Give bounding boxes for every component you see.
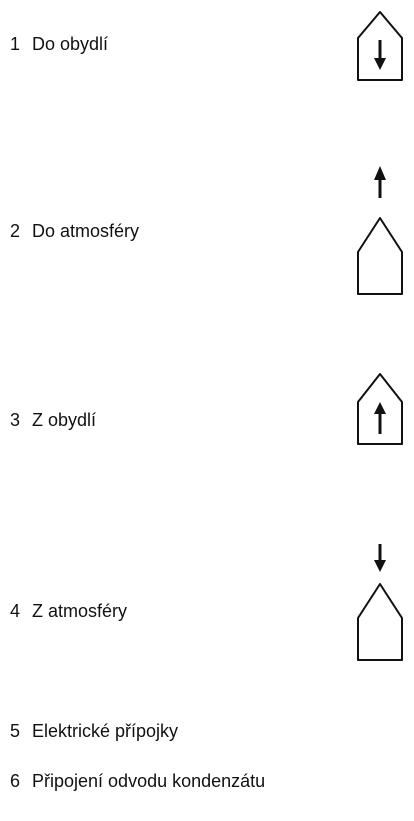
item-label: Z atmosféry xyxy=(32,601,128,621)
item-number: 2 xyxy=(10,221,21,241)
house-arrow-down-above-icon xyxy=(356,542,404,667)
list-item: 2 Do atmosféry xyxy=(10,221,139,242)
item-number: 5 xyxy=(10,721,21,741)
item-number: 3 xyxy=(10,410,21,430)
item-label: Připojení odvodu kondenzátu xyxy=(32,771,266,791)
item-label: Do atmosféry xyxy=(32,221,140,241)
list-item: 3 Z obydlí xyxy=(10,410,96,431)
item-number: 6 xyxy=(10,771,21,791)
item-label: Z obydlí xyxy=(32,410,97,430)
list-item: 1 Do obydlí xyxy=(10,34,108,55)
house-arrow-up-above-icon xyxy=(356,164,404,301)
item-label: Elektrické přípojky xyxy=(32,721,179,741)
house-arrow-up-inside-icon xyxy=(356,372,404,451)
list-item: 5 Elektrické přípojky xyxy=(10,721,178,742)
item-label: Do obydlí xyxy=(32,34,109,54)
house-arrow-down-inside-icon xyxy=(356,10,404,87)
list-item: 6 Připojení odvodu kondenzátu xyxy=(10,771,265,792)
list-item: 4 Z atmosféry xyxy=(10,601,127,622)
item-number: 4 xyxy=(10,601,21,621)
item-number: 1 xyxy=(10,34,21,54)
